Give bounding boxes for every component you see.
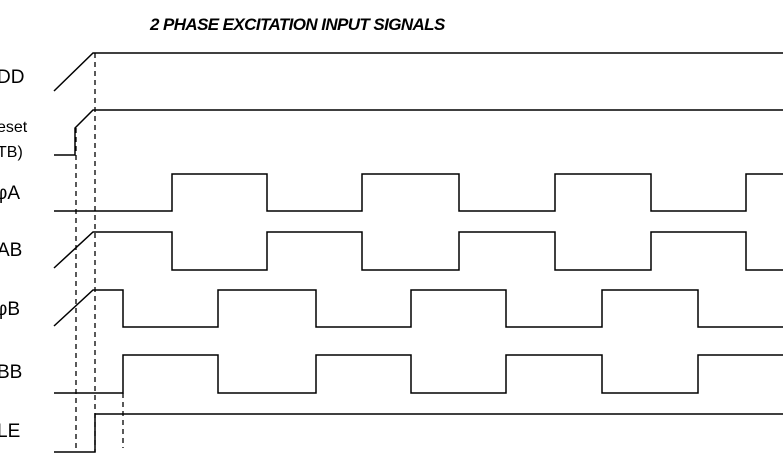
signal-label-vdd: DD <box>0 67 24 88</box>
waveform-phase-a <box>54 173 783 212</box>
waveform-phase-b <box>53 289 783 328</box>
diagram-title: 2 PHASE EXCITATION INPUT SIGNALS <box>149 15 446 34</box>
signal-label-enable: LE <box>0 421 20 442</box>
signal-label-phase-b: φB <box>0 299 20 320</box>
signal-label-phase-a: φA <box>0 183 20 204</box>
waveform-reset <box>54 109 783 156</box>
waveform-phase-bb <box>54 354 783 394</box>
signal-label-reset-line1: eset <box>0 119 28 136</box>
signal-label-reset-line2: TB) <box>0 144 23 161</box>
signal-label-phase-ab: AB <box>0 240 22 261</box>
waveform-enable <box>54 413 783 453</box>
waveform-phase-ab <box>53 231 783 271</box>
signal-label-phase-bb: BB <box>0 362 22 383</box>
waveform-vdd <box>53 52 783 92</box>
